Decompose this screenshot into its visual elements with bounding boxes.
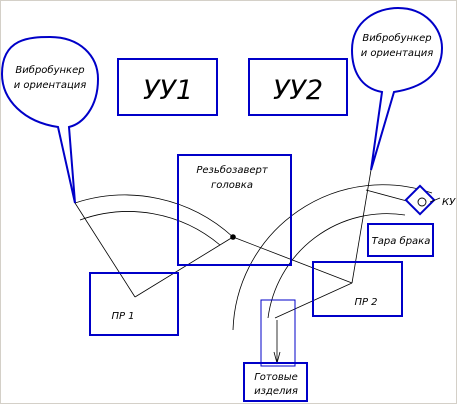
vibro-hopper-left [0, 35, 100, 204]
pr2-box [312, 261, 403, 317]
ku-sensor-icon [417, 197, 427, 207]
pr2-arc-inner [267, 213, 406, 319]
uu2-label: УУ2 [273, 75, 323, 106]
pr2-label: ПР 2 [354, 297, 377, 308]
ku-leader-line [429, 197, 441, 203]
hopper-right-label-1: Вибробункер [362, 32, 431, 44]
hopper-left-label-1: Вибробункер [15, 64, 84, 76]
ku-label: КУ [442, 197, 456, 208]
pr2-arc-outer [232, 184, 433, 331]
uu1-box [117, 58, 218, 116]
pr1-label: ПР 1 [111, 311, 134, 322]
finished-label-1: Готовые [254, 372, 298, 383]
pr2-arm-to-hopper [351, 169, 372, 284]
vibro-hopper-right [350, 6, 444, 171]
finished-label-2: изделия [254, 386, 298, 397]
ku-unit [404, 184, 436, 216]
pr1-box [89, 272, 179, 336]
uu1-label: УУ1 [143, 75, 193, 106]
pr1-arm-to-head [134, 236, 234, 298]
pr2-arm-to-head [232, 236, 353, 284]
screw-head-box [177, 154, 292, 266]
uu2-box [248, 58, 348, 116]
hopper-right-label-2: и ориентация [361, 48, 434, 59]
screw-head-label-1: Резьбозаверт [196, 164, 269, 176]
screw-head-label-2: головка [211, 180, 253, 191]
pr1-arc-outer [74, 194, 234, 238]
finished-products-box [243, 362, 308, 402]
hopper-left-label-2: и ориентация [14, 80, 87, 91]
output-chute [260, 299, 296, 367]
pr1-arc-inner [79, 211, 221, 246]
ku-diamond [404, 184, 436, 216]
pivot-dot [230, 234, 236, 240]
defect-bin-box [367, 223, 434, 257]
pr1-arm-to-hopper [74, 202, 136, 298]
defect-bin-label: Тара брака [372, 235, 431, 247]
